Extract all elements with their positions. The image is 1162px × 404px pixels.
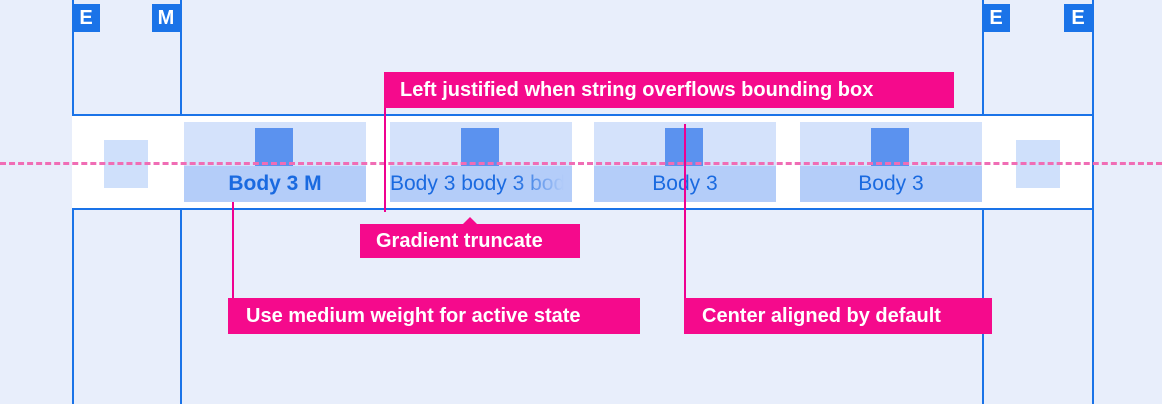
badge-m-left-inner: M [152,4,180,32]
tab-item-1-icon-zone [184,122,366,166]
tab-item-1-label-zone: Body 3 M [184,166,366,202]
tab-item-4-label-zone: Body 3 [800,166,982,202]
connector-center-aligned [684,124,686,298]
placeholder-icon [461,128,499,166]
tab-item-2[interactable]: Body 3 body 3 body 3 [390,122,572,202]
annotation-left-justified: Left justified when string overflows bou… [384,72,954,108]
annotation-center-aligned: Center aligned by default [684,298,992,334]
connector-left-justified [384,108,386,212]
guide-right-outer [1092,0,1094,404]
badge-e-left-outer: E [72,4,100,32]
placeholder-icon [871,128,909,166]
annotation-center-aligned-text: Center aligned by default [702,304,941,327]
tab-item-4-icon-zone [800,122,982,166]
text-baseline-guide [0,162,1162,165]
annotation-gradient-truncate-text: Gradient truncate [376,229,543,252]
tab-item-2-label: Body 3 body 3 body 3 [390,172,572,195]
tab-item-1-label: Body 3 M [228,172,322,195]
tab-item-4[interactable]: Body 3 [800,122,982,202]
badge-e-right-inner: E [982,4,1010,32]
annotation-gradient-truncate: Gradient truncate [360,217,580,258]
placeholder-icon [255,128,293,166]
annotation-medium-weight: Use medium weight for active state [228,298,640,334]
badge-e-right-outer: E [1064,4,1092,32]
tab-item-2-icon-zone [390,122,572,166]
connector-medium-weight [232,202,234,298]
annotation-left-justified-text: Left justified when string overflows bou… [400,78,874,101]
tab-item-1[interactable]: Body 3 M [184,122,366,202]
tab-item-2-label-zone: Body 3 body 3 body 3 [390,166,572,202]
annotation-medium-weight-text: Use medium weight for active state [246,304,581,327]
tab-item-4-label: Body 3 [858,172,924,195]
annotation-pointer-icon [463,217,477,224]
